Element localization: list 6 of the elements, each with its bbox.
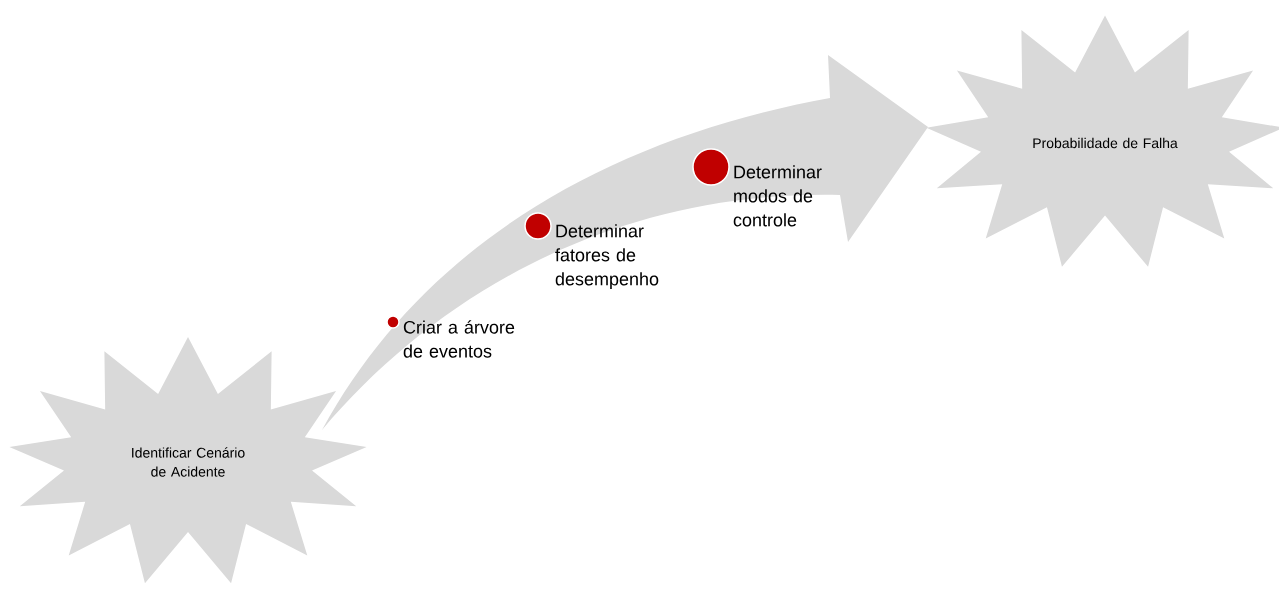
step-caption: Determinar fatores de desempenho [555,224,659,289]
step-caption: Criar a árvore de eventos [403,320,515,358]
curved-arrow [322,55,928,430]
step-caption: Determinar modos de controle [733,165,822,227]
dot-marker [524,212,552,240]
dot-marker [692,148,730,186]
